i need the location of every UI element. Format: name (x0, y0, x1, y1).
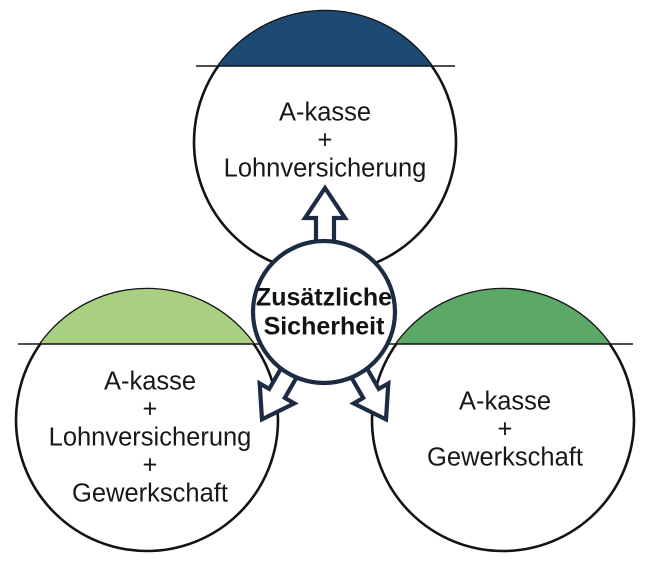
node-bottom-left-line-1: A-kasse (104, 368, 196, 396)
node-bottom-right[interactable]: A-kasse + Gewerkschaft (360, 280, 650, 553)
node-bottom-left-line-2: + (143, 396, 158, 424)
node-bottom-left-line-5: Gewerkschaft (72, 480, 228, 508)
node-bottom-right-line-1: A-kasse (459, 388, 551, 416)
center-hub-line-2: Sicherheit (264, 313, 386, 341)
center-hub-line-1: Zusätzliche (256, 284, 392, 312)
center-hub-circle (250, 238, 398, 386)
node-bottom-right-line-2: + (498, 416, 513, 444)
node-bottom-left-line-3: Lohnversicherung (49, 424, 252, 452)
node-top-line-3: Lohnversicherung (224, 155, 427, 183)
node-top-line-2: + (318, 127, 333, 155)
node-bottom-right-line-3: Gewerkschaft (427, 444, 583, 472)
node-top-line-1: A-kasse (279, 99, 371, 127)
center-hub[interactable]: Zusätzliche Sicherheit (250, 238, 398, 386)
node-bottom-left-line-4: + (143, 452, 158, 480)
